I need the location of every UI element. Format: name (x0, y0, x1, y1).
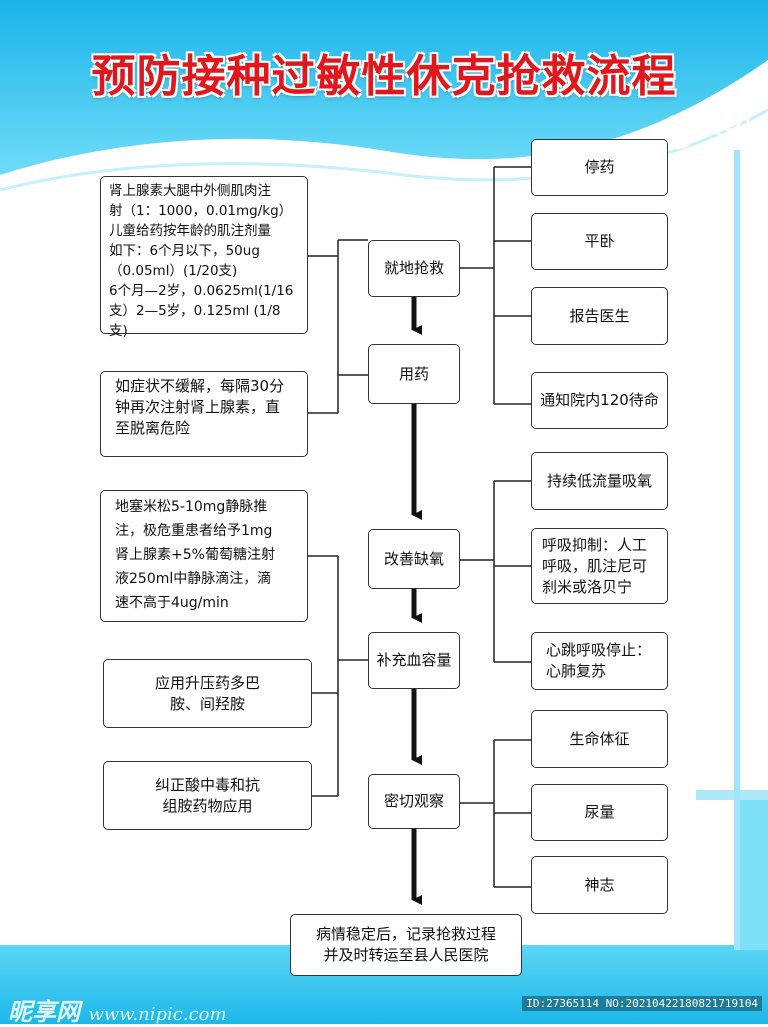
step-close-observation: 密切观察 (368, 774, 460, 829)
text-line: 支）2—5岁，0.125ml (1/8支) (109, 303, 281, 339)
text-line: 病情稳定后，记录抢救过程 (315, 925, 496, 943)
step-onsite-rescue: 就地抢救 (368, 240, 460, 297)
text-line: 注，极危重患者给予1mg (115, 523, 273, 539)
text-line: 胺、间羟胺 (169, 694, 245, 713)
text-line: 心肺复苏 (546, 662, 607, 680)
text-line: 呼吸抑制：人工 (542, 535, 648, 554)
text-line: 钟再次注射肾上腺素，直 (115, 398, 281, 416)
step-blood-volume: 补充血容量 (368, 632, 460, 689)
step-medication-label: 用药 (398, 364, 429, 383)
step-improve-oxygen: 改善缺氧 (368, 529, 460, 589)
monitor-urine-output: 尿量 (531, 784, 668, 841)
watermark-url: www.nipic.com (88, 1004, 227, 1025)
monitor-urine-output-label: 尿量 (584, 803, 615, 821)
text-line: 心跳呼吸停止： (546, 641, 652, 659)
text-line: 如症状不缓解，每隔30分 (115, 377, 285, 395)
watermark-brand: 昵享网 www.nipic.com (8, 992, 227, 1027)
step-onsite-rescue-label: 就地抢救 (383, 259, 444, 277)
action-cardiac-arrest: 心跳呼吸停止： 心肺复苏 (531, 632, 668, 690)
monitor-consciousness: 神志 (531, 856, 668, 914)
text-line: 纠正酸中毒和抗 (154, 775, 260, 794)
note-acidosis-antihistamine: 纠正酸中毒和抗组胺药物应用 (103, 761, 312, 830)
step-medication: 用药 (368, 344, 460, 404)
text-line: 儿童给药按年龄的肌注剂量 (109, 223, 271, 239)
text-line: 如下：6个月以下，50ug (109, 243, 260, 259)
text-line: 呼吸，肌注尼可 (542, 556, 648, 575)
text-line: 射（1：1000，0.01mg/kg） (109, 203, 293, 219)
action-notify-120-label: 通知院内120待命 (540, 391, 659, 409)
text-line: 肾上腺素+5%葡萄糖注射 (115, 547, 275, 563)
note-adrenaline-dosage: 肾上腺素大腿中外侧肌肉注射（1：1000，0.01mg/kg） 儿童给药按年龄的肌… (100, 176, 308, 339)
text-line: （0.05ml）(1/20支) (109, 263, 238, 279)
text-line: 6个月—2岁，0.0625ml(1/16 (109, 283, 294, 299)
note-repeat-injection: 如症状不缓解，每隔30分钟再次注射肾上腺素，直至脱离危险 (100, 371, 308, 457)
action-respiratory-suppression: 呼吸抑制：人工呼吸，肌注尼可刹米或洛贝宁 (531, 528, 668, 604)
action-stop-drug-label: 停药 (584, 158, 615, 176)
step-blood-volume-label: 补充血容量 (376, 651, 452, 669)
text-line: 肾上腺素大腿中外侧肌肉注 (109, 183, 271, 199)
text-line: 速不高于4ug/min (115, 595, 229, 611)
note-dexamethasone: 地塞米松5-10mg静脉推注，极危重患者给予1mg 肾上腺素+5%葡萄糖注射液25… (100, 490, 308, 622)
action-low-flow-oxygen-label: 持续低流量吸氧 (546, 471, 652, 490)
decorative-circles-icon (660, 100, 750, 150)
text-line: 刹米或洛贝宁 (542, 577, 633, 596)
monitor-vital-signs-label: 生命体征 (569, 729, 630, 748)
monitor-vital-signs: 生命体征 (531, 710, 668, 768)
action-report-doctor-label: 报告医生 (569, 306, 630, 325)
monitor-consciousness-label: 神志 (584, 875, 615, 894)
page-title: 预防接种过敏性休克抢救流程 (91, 51, 677, 102)
step-final-transfer: 病情稳定后，记录抢救过程并及时转运至县人民医院 (290, 914, 522, 976)
step-close-observation-label: 密切观察 (383, 792, 444, 810)
action-stop-drug: 停药 (531, 139, 668, 196)
action-lie-flat-label: 平卧 (584, 232, 615, 250)
text-line: 并及时转运至县人民医院 (323, 946, 489, 964)
text-line: 至脱离危险 (115, 419, 191, 437)
action-notify-120: 通知院内120待命 (531, 372, 668, 429)
step-improve-oxygen-label: 改善缺氧 (383, 549, 444, 568)
watermark-id: ID:27365114 NO:20210422180821719104 (522, 996, 762, 1011)
action-lie-flat: 平卧 (531, 213, 668, 270)
watermark-brand-text: 昵享网 (8, 997, 80, 1026)
text-line: 应用升压药多巴 (154, 673, 260, 692)
action-low-flow-oxygen: 持续低流量吸氧 (531, 452, 668, 510)
text-line: 组胺药物应用 (162, 796, 253, 815)
action-report-doctor: 报告医生 (531, 287, 668, 345)
note-pressor-drugs: 应用升压药多巴胺、间羟胺 (103, 659, 312, 728)
text-line: 地塞米松5-10mg静脉推 (115, 499, 268, 515)
text-line: 液250ml中静脉滴注，滴 (115, 571, 272, 587)
